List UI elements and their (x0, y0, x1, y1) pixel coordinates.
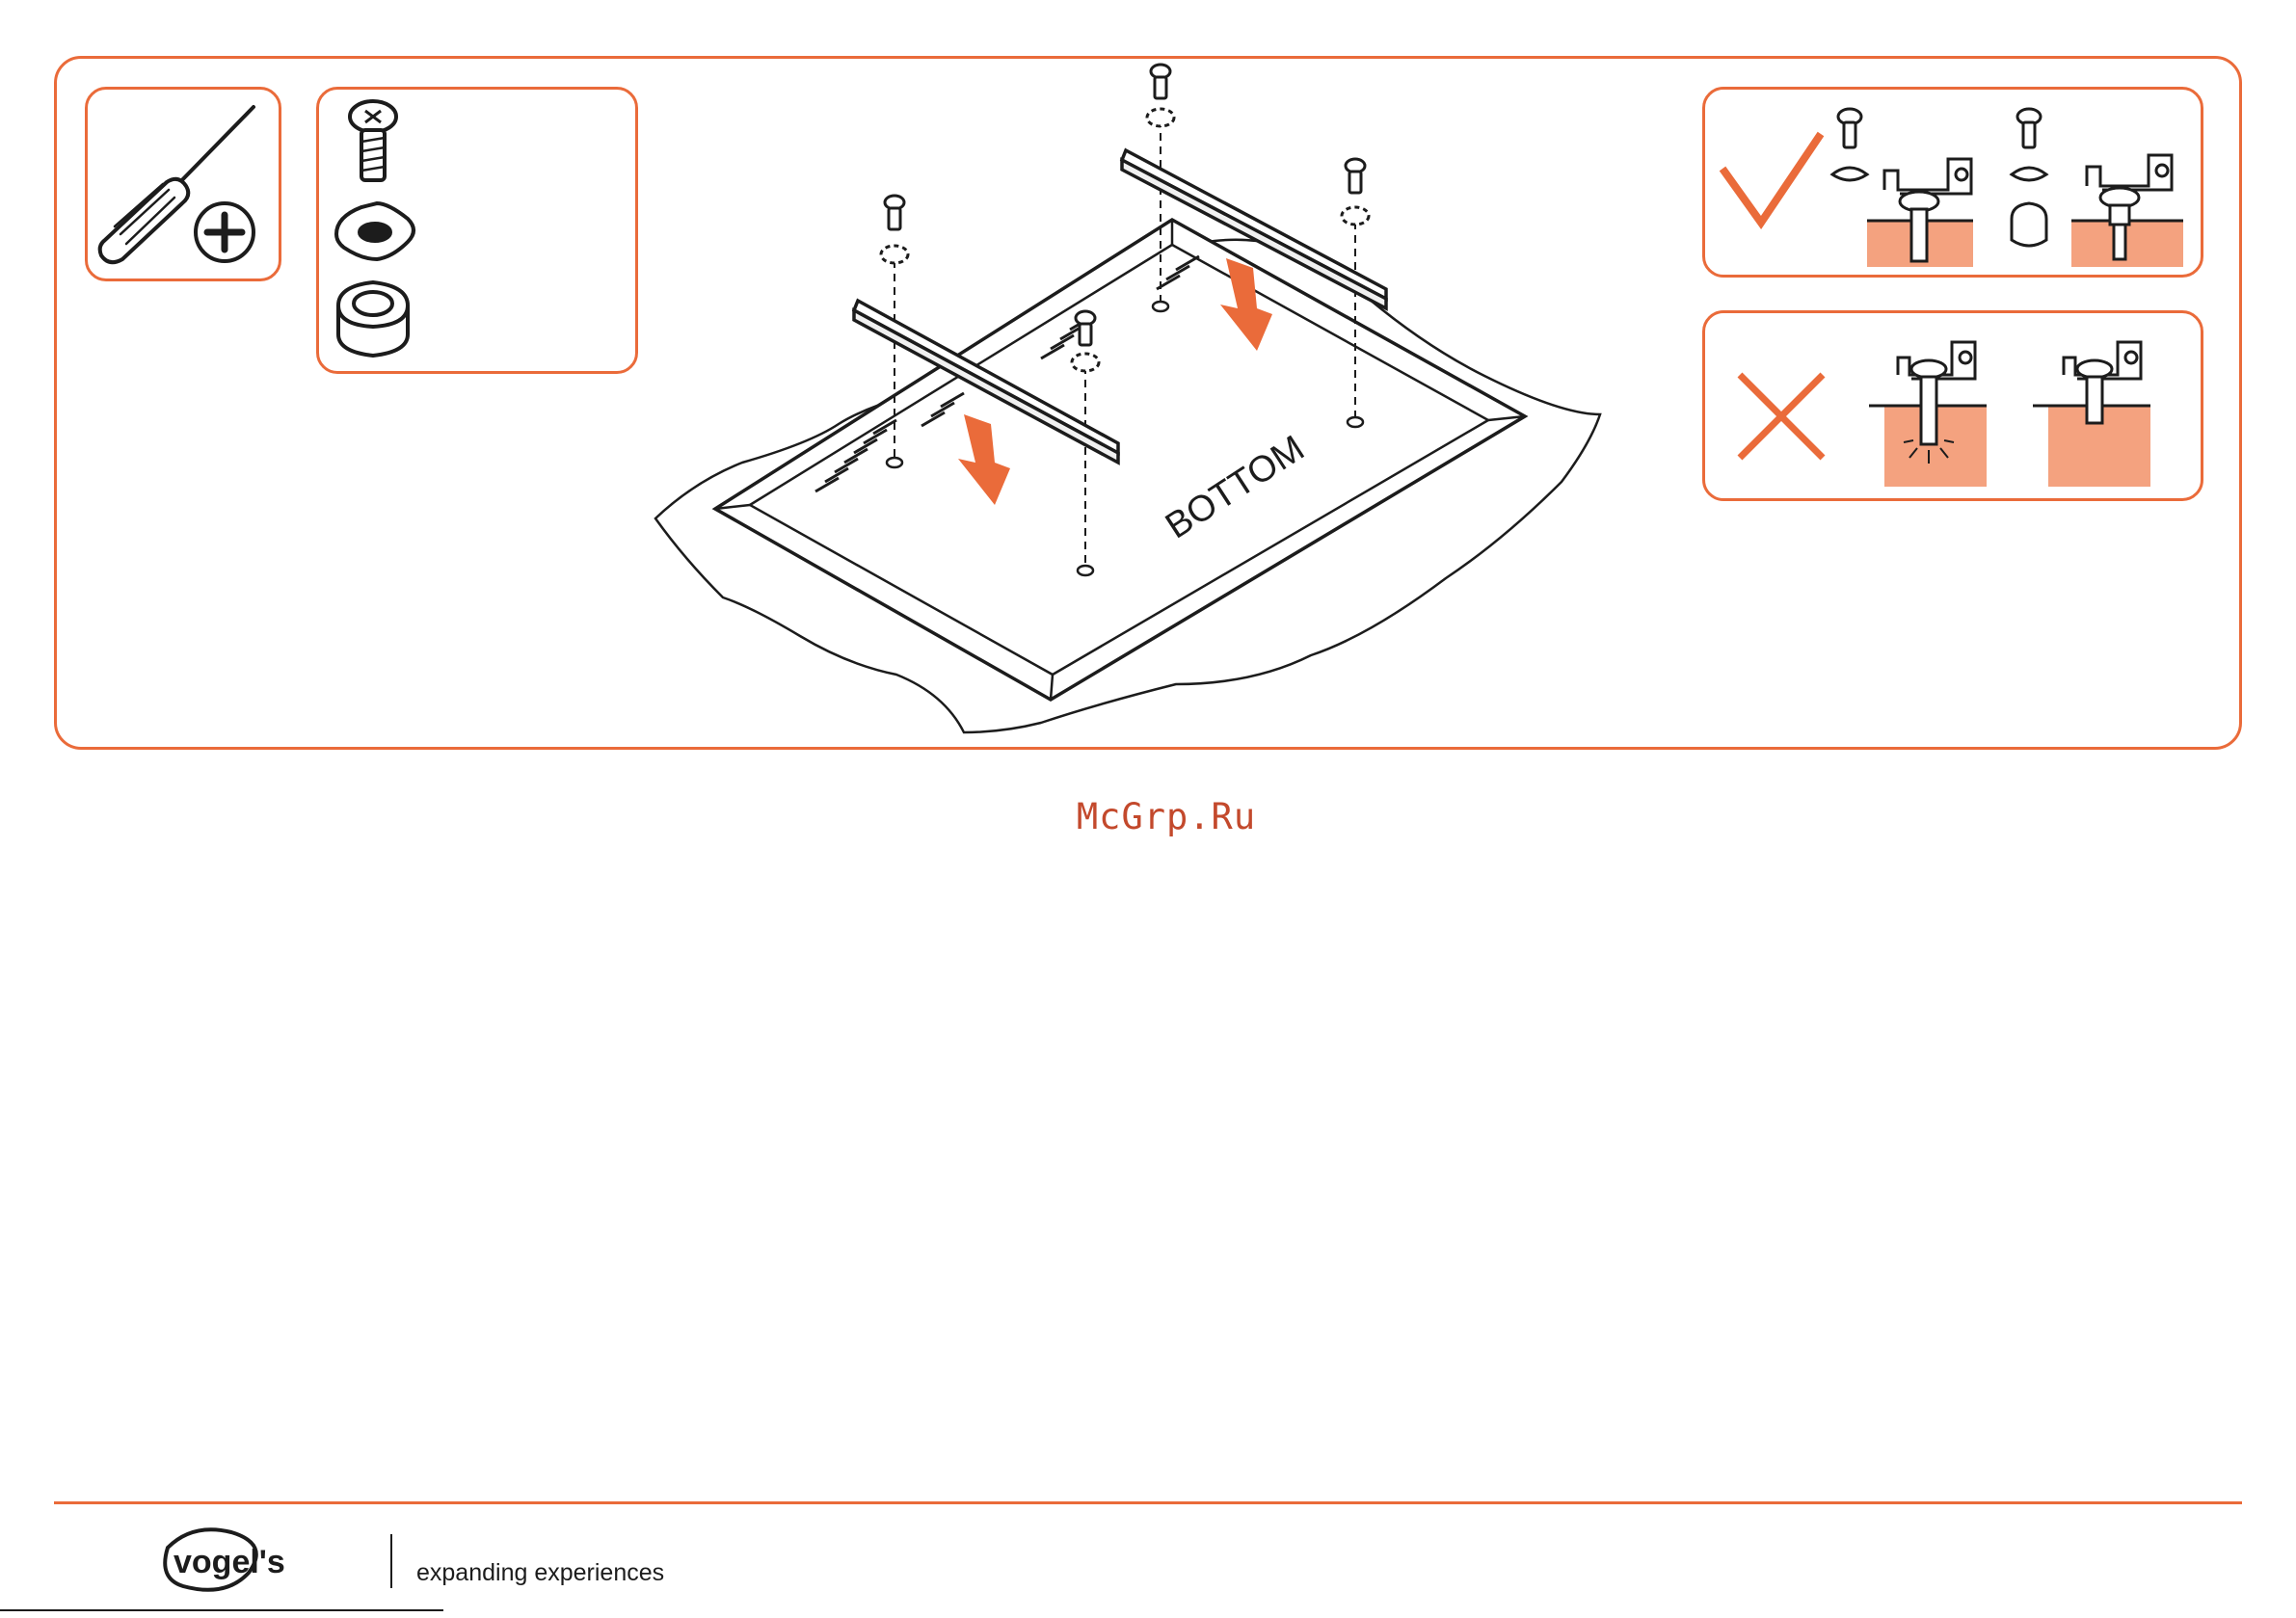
bottom-edge-line (0, 1609, 443, 1611)
tool-panel (85, 87, 281, 281)
correct-usage-panel (1702, 87, 2203, 278)
brand-name: vogel's (174, 1544, 285, 1580)
spacer-icon (338, 282, 408, 356)
cross-icon (1740, 375, 1823, 458)
mounting-diagram: BOTTOM (636, 58, 1619, 748)
phillips-screwdriver-icon (88, 90, 284, 284)
hardware-panel (316, 87, 638, 374)
screw-icon (350, 101, 396, 180)
tagline: expanding experiences (416, 1559, 664, 1587)
checkmark-icon (1722, 134, 1821, 223)
incorrect-usage-panel (1702, 310, 2203, 501)
watermark: McGrp.Ru (1060, 796, 1272, 844)
footer-divider (54, 1501, 2242, 1504)
washer-icon (336, 203, 414, 259)
